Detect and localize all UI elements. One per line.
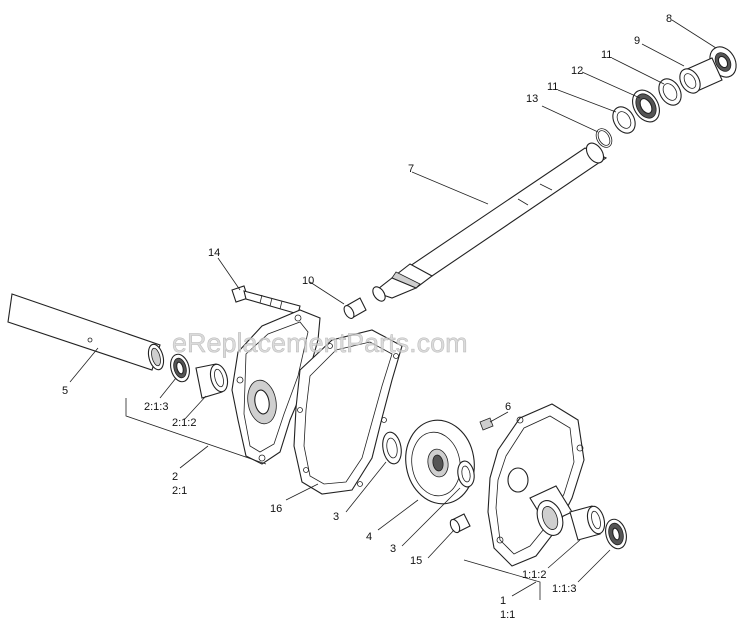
callout-15: 15 bbox=[410, 555, 422, 567]
callout-6: 6 bbox=[505, 401, 511, 413]
callout-11-lower: 11 bbox=[547, 81, 558, 93]
bushing-part-1-1-2 bbox=[569, 505, 606, 541]
seal-part-1-1-3 bbox=[605, 518, 627, 550]
bushing-part-2-1-2 bbox=[195, 363, 229, 399]
callout-3-upper: 3 bbox=[333, 511, 339, 523]
callout-12: 12 bbox=[571, 65, 583, 77]
retaining-ring-part-13 bbox=[595, 128, 613, 148]
callout-1-1-2: 1:1:2 bbox=[522, 569, 546, 581]
washer-part-11-lower bbox=[612, 106, 636, 134]
callout-13: 13 bbox=[526, 93, 538, 105]
callout-2-1-3: 2:1:3 bbox=[144, 401, 168, 413]
callout-10: 10 bbox=[302, 275, 314, 287]
callout-labels: 8 9 11 12 11 13 7 14 10 5 2:1:3 2:1:2 2 … bbox=[62, 13, 672, 621]
spacer-part-10 bbox=[343, 297, 367, 319]
gasket-part-16 bbox=[293, 329, 403, 495]
callout-2-1-2: 2:1:2 bbox=[172, 417, 196, 429]
shaft-part-7 bbox=[372, 142, 608, 302]
callout-7: 7 bbox=[408, 163, 414, 175]
callout-8: 8 bbox=[666, 13, 672, 25]
right-housing-part-1 bbox=[487, 403, 585, 567]
callout-1-1: 1:1 bbox=[500, 609, 515, 621]
thrust-washer-part-3-right bbox=[457, 460, 475, 488]
thrust-washer-part-3-left bbox=[382, 431, 402, 465]
axle-tube-part-5 bbox=[7, 293, 165, 371]
callout-2-1: 2:1 bbox=[172, 485, 187, 497]
callout-5: 5 bbox=[62, 385, 68, 397]
seal-part-2-1-3 bbox=[170, 353, 190, 383]
callout-3-lower: 3 bbox=[390, 543, 396, 555]
key-part-6 bbox=[479, 417, 494, 431]
left-housing-part-2 bbox=[231, 309, 321, 465]
callout-16: 16 bbox=[270, 503, 282, 515]
leader-lines bbox=[69, 19, 717, 600]
callout-11-upper: 11 bbox=[601, 49, 612, 61]
callout-4: 4 bbox=[366, 531, 372, 543]
callout-9: 9 bbox=[634, 35, 640, 47]
watermark-text: eReplacementParts.com bbox=[172, 328, 468, 358]
bolt-part-14 bbox=[231, 285, 301, 315]
fitting-part-15 bbox=[449, 513, 471, 534]
callout-1: 1 bbox=[500, 595, 506, 607]
washer-part-11-upper bbox=[658, 78, 682, 106]
callout-2: 2 bbox=[172, 471, 178, 483]
callout-1-1-3: 1:1:3 bbox=[552, 583, 576, 595]
callout-14: 14 bbox=[208, 247, 220, 259]
gear-part-4 bbox=[405, 419, 475, 505]
bushing-part-9 bbox=[679, 57, 723, 94]
